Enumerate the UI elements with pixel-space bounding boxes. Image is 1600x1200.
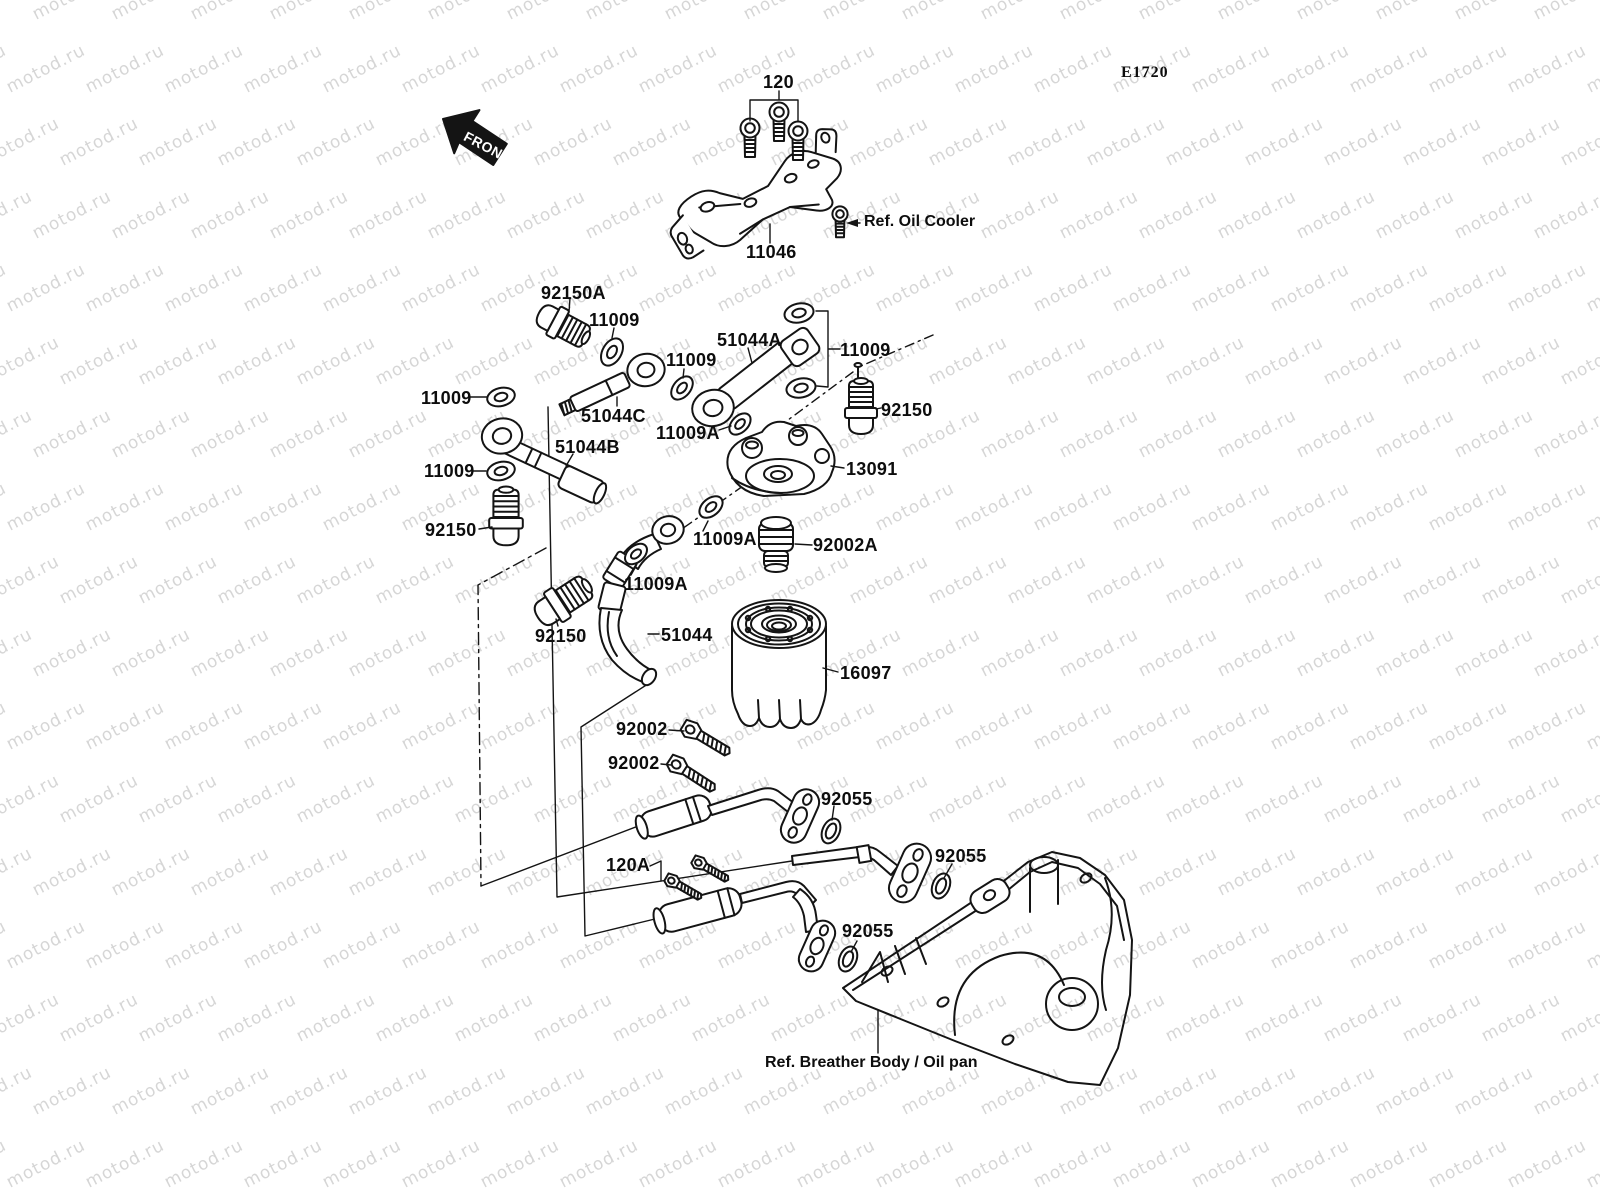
oil-pipes-drawing: [633, 784, 955, 977]
label-120a: 120A: [606, 855, 651, 875]
label-92150: 92150: [425, 520, 477, 540]
label-51044b: 51044B: [555, 437, 620, 457]
label-92150: 92150: [535, 626, 587, 646]
label-51044a: 51044A: [717, 330, 782, 350]
label-92002: 92002: [616, 719, 668, 739]
label-11009: 11009: [589, 310, 640, 330]
label-92150: 92150: [881, 400, 933, 420]
label-92150a: 92150A: [541, 283, 606, 303]
label-11009a: 11009A: [624, 574, 688, 594]
label-11009a: 11009A: [656, 423, 720, 443]
label-92055: 92055: [842, 921, 894, 941]
label-92055: 92055: [821, 789, 873, 809]
label-11009: 11009: [840, 340, 891, 360]
label-11009a: 11009A: [693, 529, 757, 549]
union-bolts-drawing: [488, 297, 878, 634]
label-ref-breather-body-oil-pan: Ref. Breather Body / Oil pan: [765, 1054, 978, 1071]
label-120: 120: [763, 72, 794, 92]
label-51044: 51044: [661, 625, 713, 645]
label-11009: 11009: [424, 461, 475, 481]
leader-lines: [469, 91, 952, 1053]
oil-lines-drawing: [477, 326, 822, 688]
filter-mount-drawing: [727, 422, 834, 496]
oil-pan-drawing: [843, 852, 1132, 1085]
label-16097: 16097: [840, 663, 892, 683]
label-92055: 92055: [935, 846, 987, 866]
label-92002: 92002: [608, 753, 660, 773]
label-ref-oil-cooler: Ref. Oil Cooler: [864, 213, 976, 230]
label-13091: 13091: [846, 459, 898, 479]
label-51044c: 51044C: [581, 406, 646, 426]
label-92002a: 92002A: [813, 535, 878, 555]
bracket-drawing: [654, 101, 849, 263]
label-11009: 11009: [421, 388, 472, 408]
label-e1720: E1720: [1121, 64, 1169, 81]
label-11009: 11009: [666, 350, 717, 370]
oil-filter-drawing: [732, 600, 826, 728]
filter-adapter-drawing: [759, 517, 793, 572]
label-11046: 11046: [746, 242, 797, 262]
